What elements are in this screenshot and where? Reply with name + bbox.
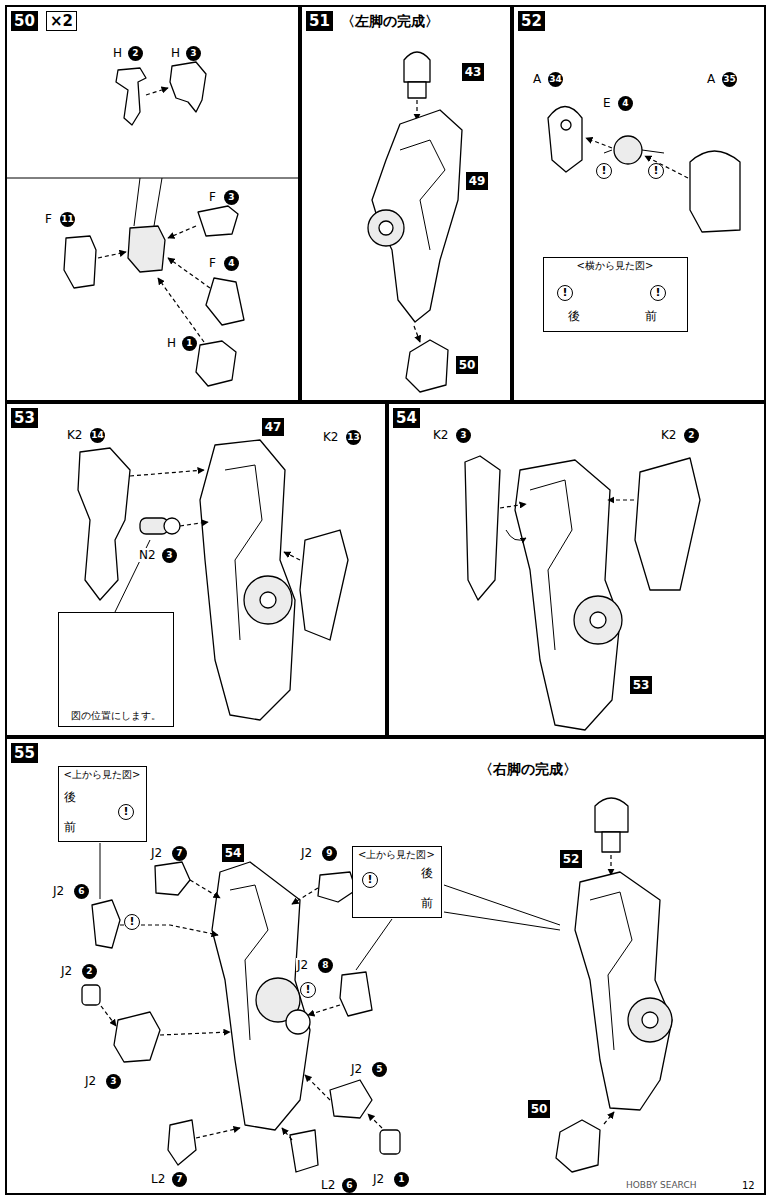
part-number: 2 bbox=[82, 964, 97, 979]
part-letter: L2 bbox=[150, 1172, 166, 1186]
part-letter: H bbox=[170, 46, 181, 60]
step-panel: 53 図の位置にします。 bbox=[5, 402, 387, 737]
part-number: 6 bbox=[342, 1178, 357, 1193]
part-number: 2 bbox=[684, 428, 699, 443]
step-number: 51 bbox=[306, 11, 333, 31]
part-letter: L2 bbox=[320, 1178, 336, 1192]
completion-heading: 〈右脚の完成〉 bbox=[478, 760, 578, 778]
page-number: 12 bbox=[742, 1180, 755, 1192]
step-number: 50 bbox=[11, 11, 38, 31]
step-number: 54 bbox=[393, 408, 420, 428]
step-panel: 54 bbox=[387, 402, 766, 737]
step-panel: 50 ×2 bbox=[5, 5, 300, 402]
part-number: 35 bbox=[722, 72, 737, 87]
part-number: 11 bbox=[60, 212, 75, 227]
step-reference: 54 bbox=[222, 844, 244, 862]
part-letter: 後 bbox=[420, 866, 434, 880]
detail-inset: 図の位置にします。 bbox=[58, 612, 174, 727]
part-number: 4 bbox=[618, 96, 633, 111]
caution-mark: ! bbox=[650, 285, 666, 301]
part-letter: 前 bbox=[644, 309, 658, 323]
part-number: 3 bbox=[456, 428, 471, 443]
step-reference: 47 bbox=[262, 418, 284, 436]
part-number: 3 bbox=[224, 190, 239, 205]
part-letter: A bbox=[532, 72, 542, 86]
part-letter: J2 bbox=[52, 884, 65, 898]
part-letter: J2 bbox=[84, 1074, 97, 1088]
inset-caption: <上から見た図> bbox=[356, 848, 437, 862]
quantity-box: ×2 bbox=[46, 11, 77, 31]
step-reference: 49 bbox=[466, 172, 488, 190]
step-reference: 52 bbox=[560, 850, 582, 868]
step-number: 55 bbox=[11, 743, 38, 763]
part-number: 5 bbox=[372, 1062, 387, 1077]
part-letter: A bbox=[706, 72, 716, 86]
step-reference: 43 bbox=[462, 63, 484, 81]
part-number: 3 bbox=[106, 1074, 121, 1089]
part-letter: H bbox=[166, 336, 177, 350]
part-letter: J2 bbox=[296, 958, 309, 972]
part-letter: F bbox=[208, 190, 217, 204]
part-number: 2 bbox=[128, 46, 143, 61]
caution-mark: ! bbox=[300, 982, 316, 998]
part-number: 4 bbox=[224, 256, 239, 271]
part-letter: K2 bbox=[322, 430, 340, 444]
caution-mark: ! bbox=[124, 914, 140, 930]
part-letter: J2 bbox=[350, 1062, 363, 1076]
part-letter: J2 bbox=[60, 964, 73, 978]
part-number: 9 bbox=[322, 846, 337, 861]
inset-caption: 図の位置にします。 bbox=[69, 709, 163, 723]
part-number: 7 bbox=[172, 1172, 187, 1187]
caution-mark: ! bbox=[648, 163, 664, 179]
part-letter: J2 bbox=[372, 1172, 385, 1186]
part-number: 1 bbox=[394, 1172, 409, 1187]
caution-mark: ! bbox=[596, 163, 612, 179]
caution-mark: ! bbox=[557, 285, 573, 301]
part-number: 3 bbox=[186, 46, 201, 61]
part-number: 3 bbox=[162, 548, 177, 563]
step-panel: 52 <横から見た図> bbox=[512, 5, 766, 402]
step-reference: 50 bbox=[456, 356, 478, 374]
part-letter: K2 bbox=[660, 428, 678, 442]
step-reference: 53 bbox=[630, 676, 652, 694]
part-letter: N2 bbox=[138, 548, 157, 562]
part-number: 6 bbox=[74, 884, 89, 899]
part-letter: K2 bbox=[66, 428, 84, 442]
caution-mark: ! bbox=[118, 804, 134, 820]
part-letter: F bbox=[208, 256, 217, 270]
part-number: 8 bbox=[318, 958, 333, 973]
part-letter: K2 bbox=[432, 428, 450, 442]
step-number: 53 bbox=[11, 408, 38, 428]
inset-caption: <上から見た図> bbox=[62, 768, 143, 782]
part-letter: 前 bbox=[63, 820, 77, 834]
watermark: HOBBY SEARCH bbox=[626, 1180, 696, 1191]
part-number: 14 bbox=[90, 428, 105, 443]
part-number: 7 bbox=[172, 846, 187, 861]
step-heading: 〈左脚の完成〉 bbox=[341, 11, 439, 31]
step-reference: 50 bbox=[528, 1100, 550, 1118]
part-number: 13 bbox=[346, 430, 361, 445]
part-letter: 後 bbox=[63, 790, 77, 804]
inset-caption: <横から見た図> bbox=[575, 259, 656, 273]
part-number: 1 bbox=[182, 336, 197, 351]
part-number: 34 bbox=[548, 72, 563, 87]
step-number: 52 bbox=[518, 11, 545, 31]
part-letter: J2 bbox=[150, 846, 163, 860]
part-letter: H bbox=[112, 46, 123, 60]
part-letter: 後 bbox=[567, 309, 581, 323]
part-letter: F bbox=[44, 212, 53, 226]
part-letter: J2 bbox=[300, 846, 313, 860]
part-letter: E bbox=[602, 96, 612, 110]
caution-mark: ! bbox=[362, 872, 378, 888]
part-letter: 前 bbox=[420, 896, 434, 910]
